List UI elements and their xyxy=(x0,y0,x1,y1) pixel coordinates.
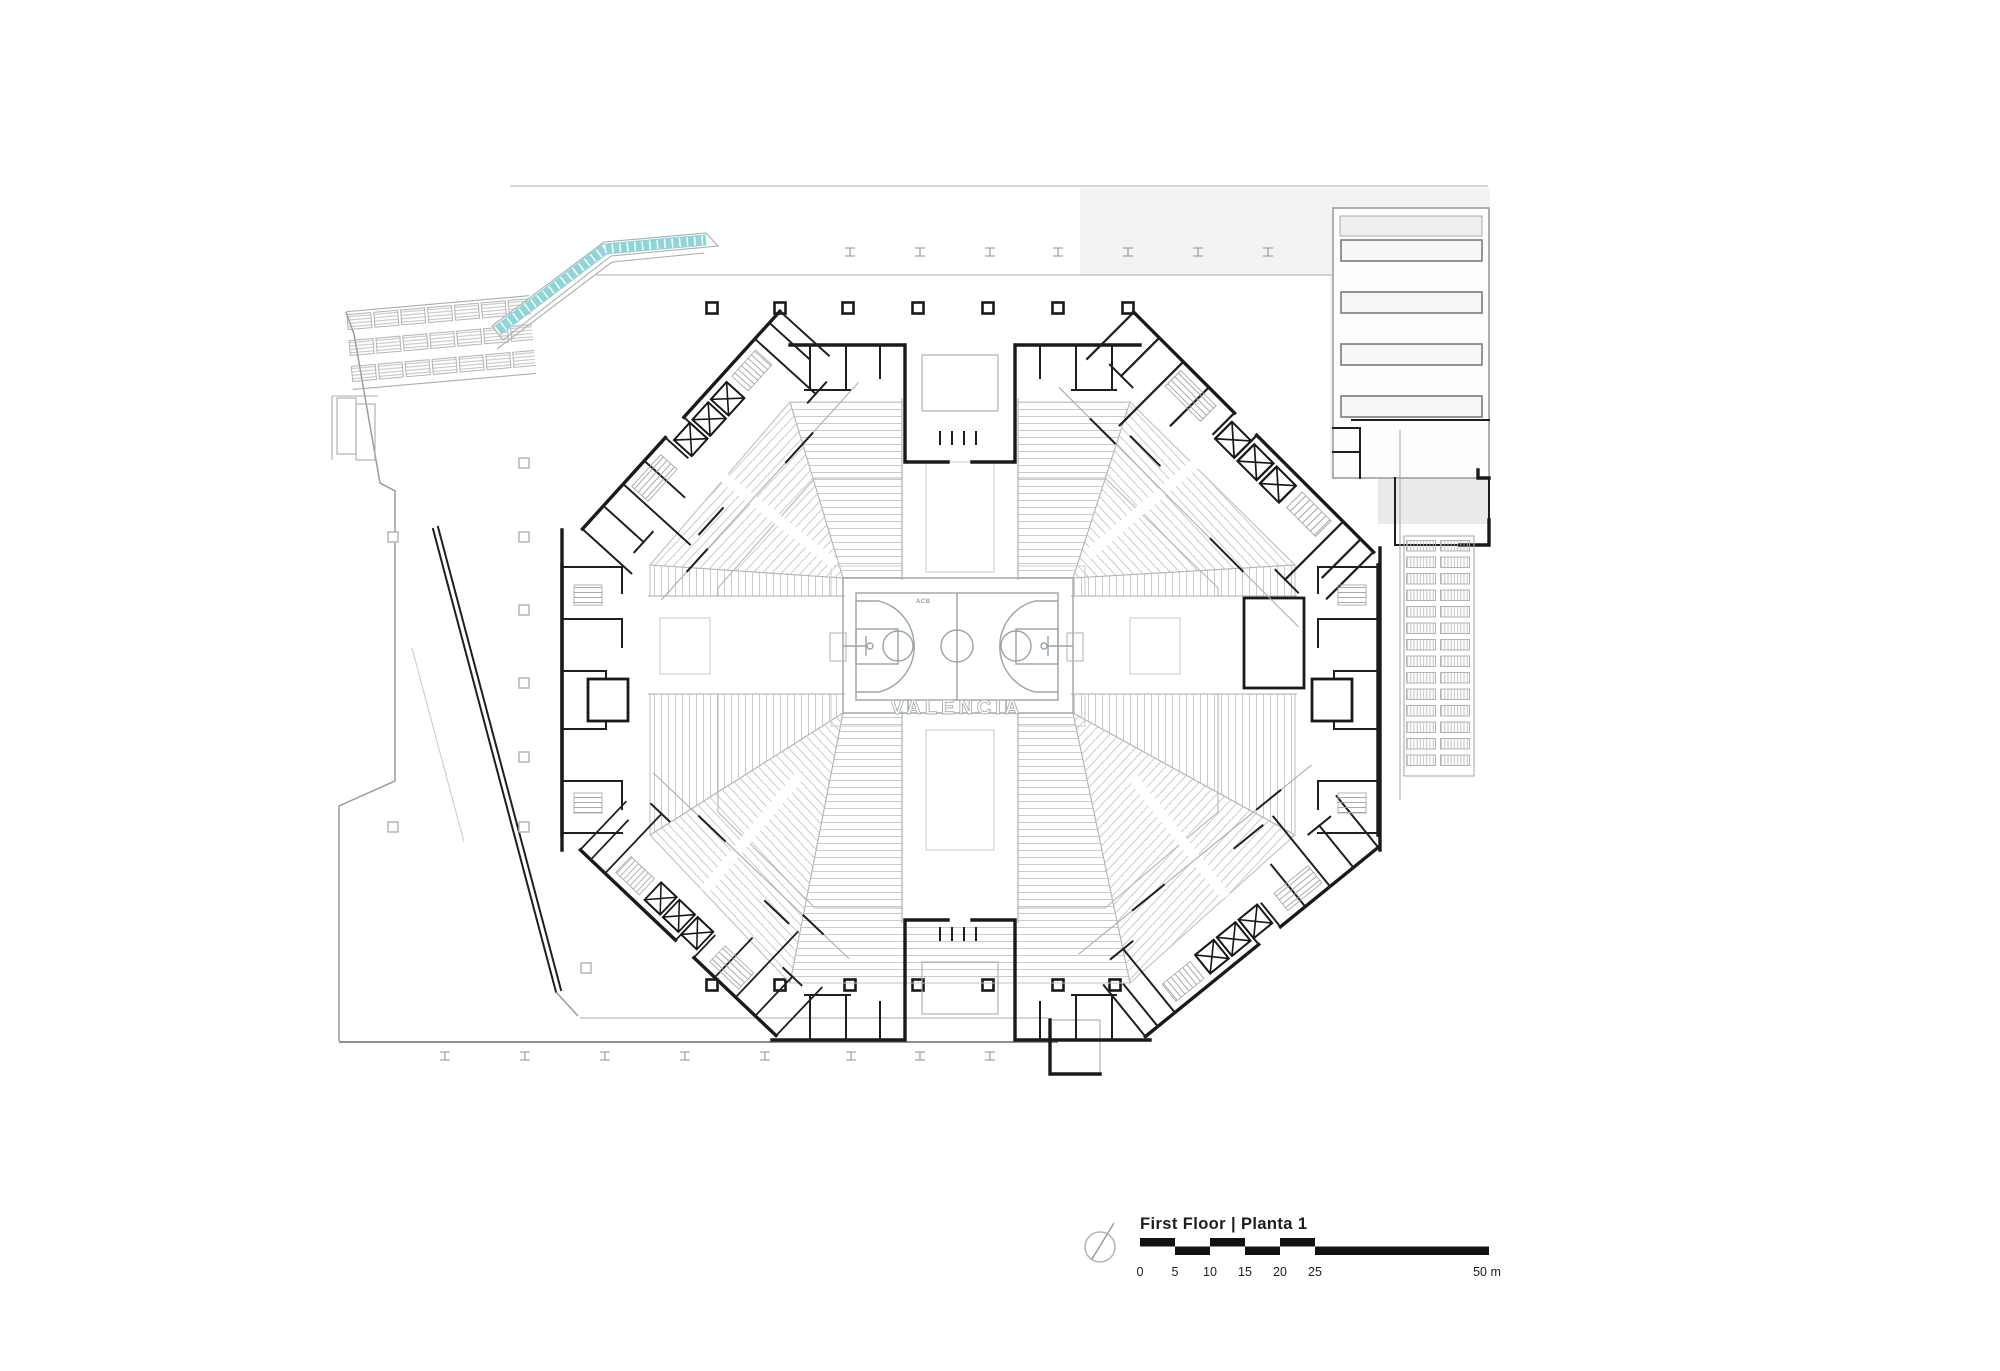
side-block-east xyxy=(1310,563,1380,837)
scale-end-label: 50 m xyxy=(1473,1265,1501,1279)
side-block-west xyxy=(560,563,630,837)
north-arrow-icon xyxy=(1084,1222,1116,1263)
title-block: First Floor | Planta 1 0 5 10 15 20 25 5… xyxy=(1084,1215,1501,1279)
scale-tick-0: 0 xyxy=(1137,1265,1144,1279)
pergola-canopy xyxy=(345,295,537,390)
entrance-north xyxy=(903,343,1017,464)
basketball-court: ACB VALENCIA xyxy=(829,577,1084,719)
vomitory-north xyxy=(901,398,1019,580)
west-plaza xyxy=(338,311,592,1041)
entrance-south xyxy=(903,918,1017,1042)
seating-bowl xyxy=(648,398,1306,984)
scale-tick-5: 5 xyxy=(1172,1265,1179,1279)
annex-building xyxy=(1332,207,1491,547)
scale-tick-10: 10 xyxy=(1203,1265,1217,1279)
plan-title: First Floor | Planta 1 xyxy=(1140,1215,1307,1233)
court-league-label: ACB xyxy=(916,599,931,605)
vomitory-west xyxy=(648,595,845,695)
scale-tick-20: 20 xyxy=(1273,1265,1287,1279)
escalator-ramp xyxy=(491,232,720,350)
east-grid-structure xyxy=(1399,430,1475,800)
vomitory-east xyxy=(1071,595,1306,695)
scale-tick-25: 25 xyxy=(1308,1265,1322,1279)
plaza-stairs xyxy=(331,395,378,461)
scale-bar: 0 5 10 15 20 25 50 m xyxy=(1137,1238,1501,1279)
vomitory-south xyxy=(901,711,1019,923)
court-venue-label: VALENCIA xyxy=(891,697,1024,719)
north-concourse xyxy=(510,185,1488,315)
scale-tick-15: 15 xyxy=(1238,1265,1252,1279)
